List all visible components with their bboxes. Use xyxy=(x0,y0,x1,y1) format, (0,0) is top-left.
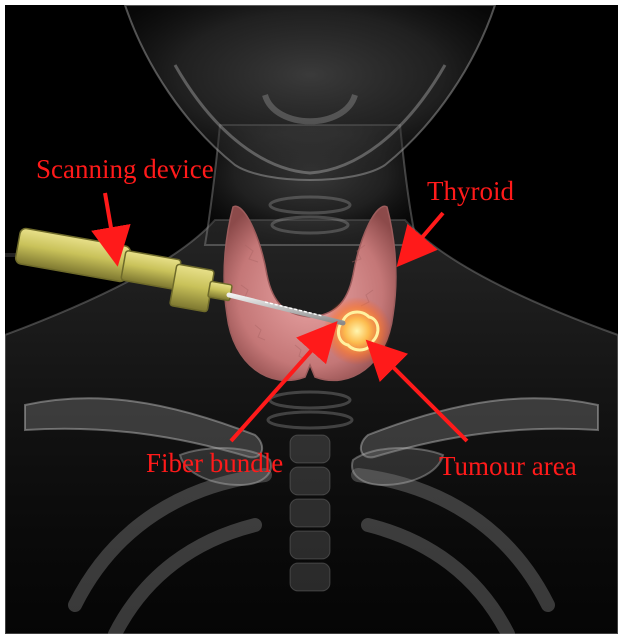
scanning-device-label: Scanning device xyxy=(36,156,214,183)
neck-xray-svg xyxy=(5,5,618,634)
spine-vertebrae xyxy=(290,435,330,591)
anatomy-illustration xyxy=(5,5,618,634)
thyroid-label: Thyroid xyxy=(427,178,514,205)
device-head xyxy=(170,264,215,312)
device-tip-housing xyxy=(208,281,232,301)
tumour-area-label: Tumour area xyxy=(439,453,577,480)
fiber-bundle-label: Fiber bundle xyxy=(146,450,283,477)
